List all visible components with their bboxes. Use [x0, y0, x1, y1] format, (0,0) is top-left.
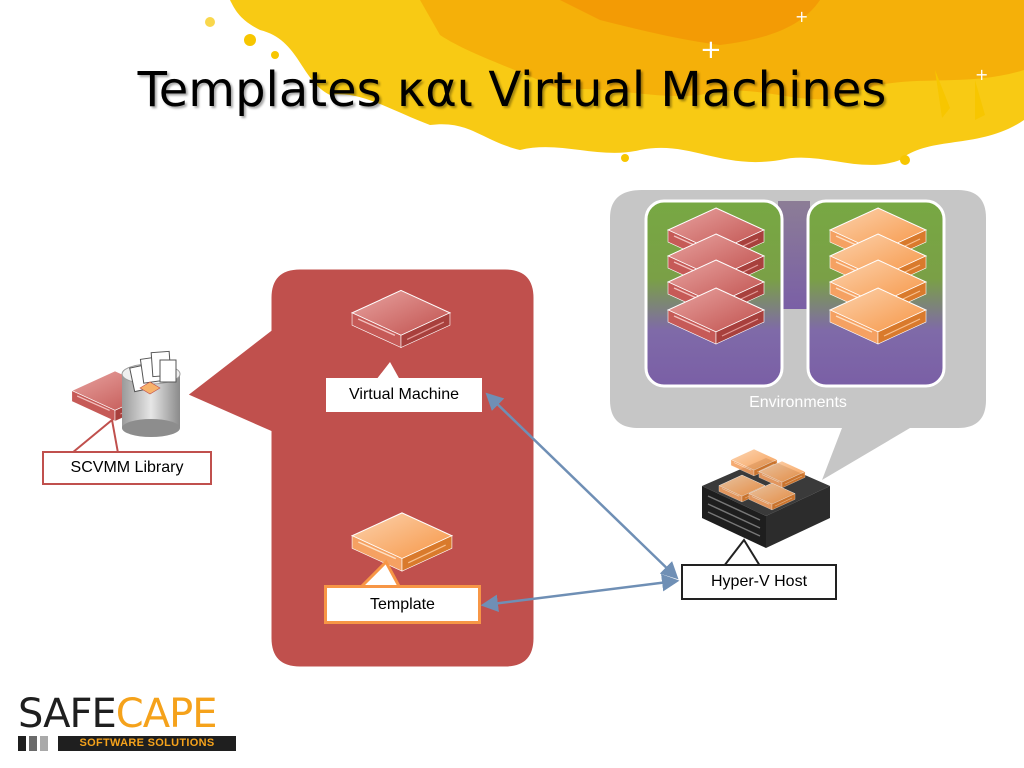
virtual-machine-label: Virtual Machine	[326, 378, 482, 412]
double-arrow-icon	[480, 392, 680, 612]
logo-word-accent: CAPE	[115, 691, 218, 737]
svg-text:+: +	[700, 35, 722, 65]
slide-title: Templates και Virtual Machines	[137, 62, 887, 118]
vm-label-pointer	[376, 362, 400, 380]
hyperv-host-server-icon	[702, 448, 830, 548]
vm-template-panel	[183, 266, 537, 670]
host-label-pointer	[721, 538, 762, 567]
svg-text:+: +	[975, 65, 988, 84]
logo-word-dark: SAFE	[18, 691, 117, 737]
red-server-stack-icon	[667, 207, 765, 345]
header-splash: + + +	[205, 0, 1024, 165]
environments-callout	[610, 190, 986, 480]
svg-text:+: +	[795, 7, 808, 26]
logo-wordmark: SAFECAPE	[18, 691, 218, 737]
environments-label: Environments	[749, 394, 847, 411]
library-label-pointer	[69, 418, 120, 454]
database-library-icon	[71, 350, 181, 437]
safecape-logo: SAFECAPE SOFTWARE SOLUTIONS	[18, 691, 236, 754]
hyperv-host-label: Hyper-V Host	[681, 564, 837, 600]
scvmm-library-label: SCVMM Library	[42, 451, 212, 485]
orange-server-stack-icon	[829, 207, 927, 345]
template-label: Template	[324, 585, 481, 624]
logo-bars-icon	[18, 736, 58, 751]
logo-tagline: SOFTWARE SOLUTIONS	[58, 736, 236, 751]
